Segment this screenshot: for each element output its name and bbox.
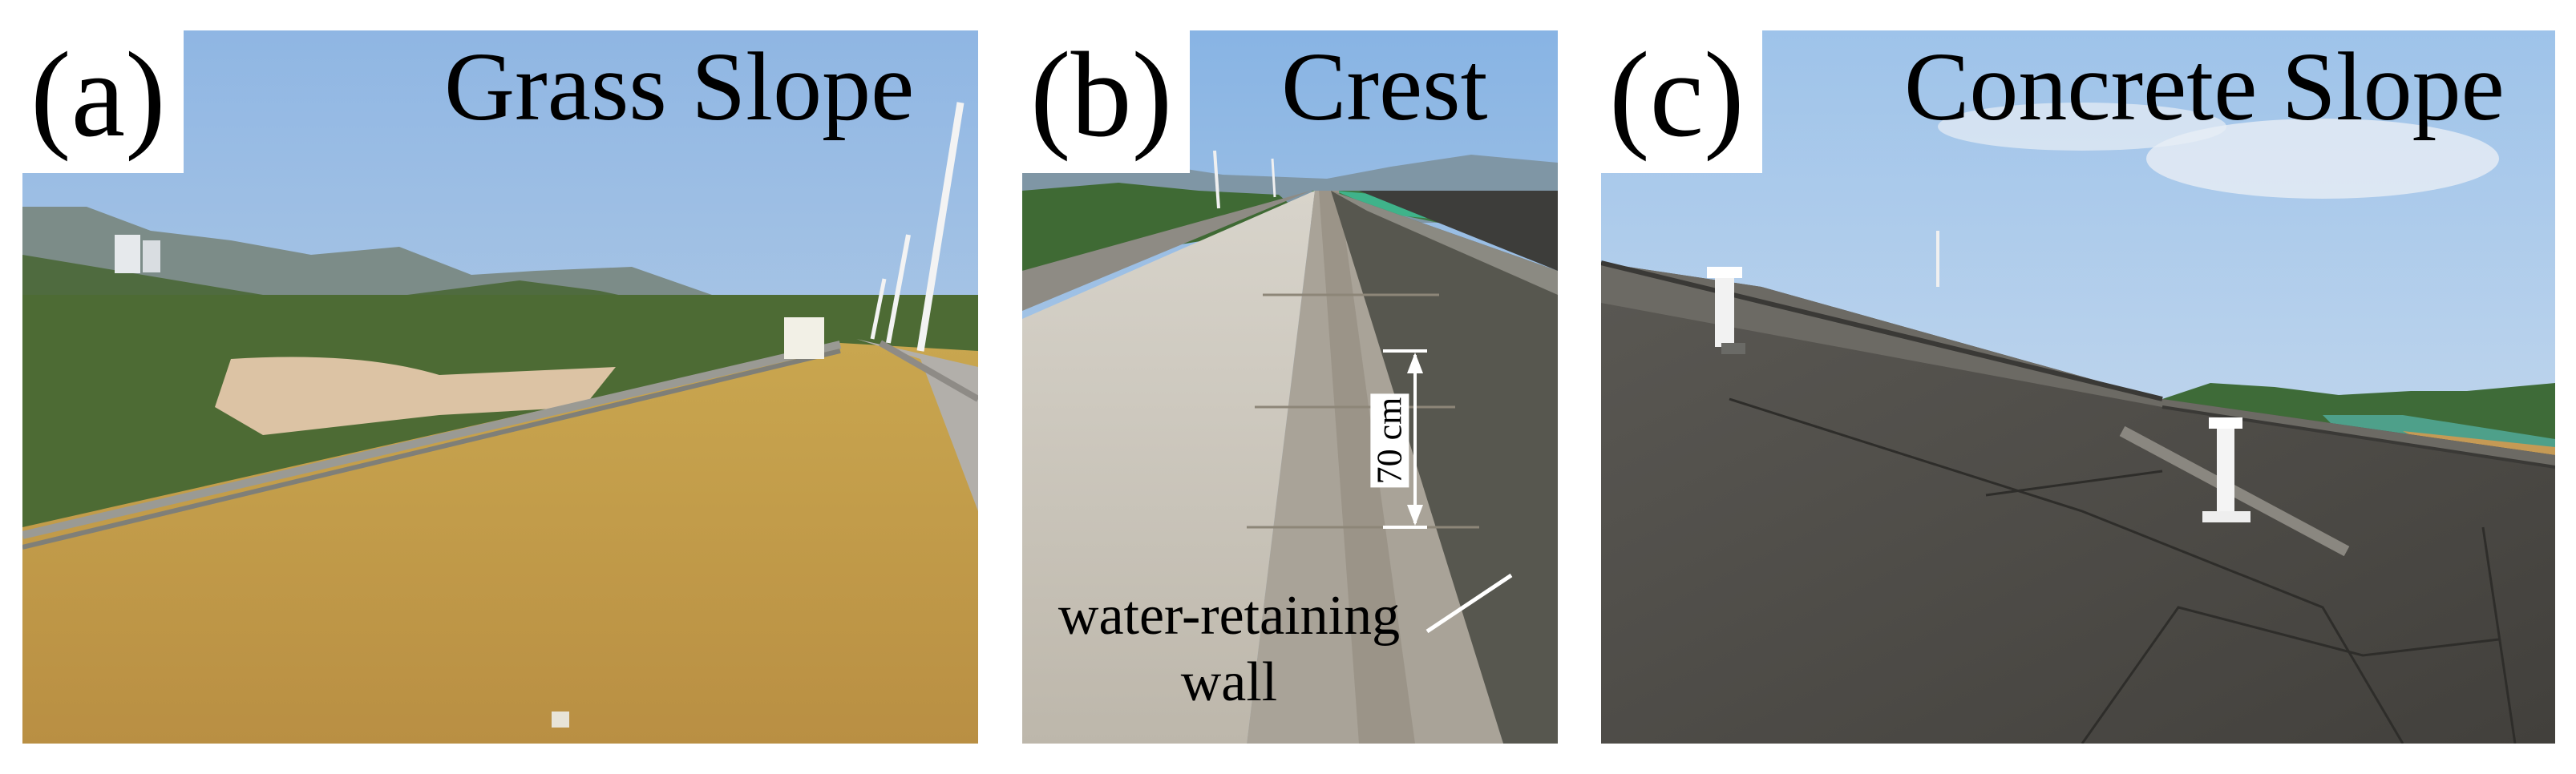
panel-b-title: Crest [1281,33,1488,141]
panel-a-title: Grass Slope [444,33,915,141]
wall-annotation: water-retaining wall [1029,583,1430,716]
panel-b-letter: (b) [1022,30,1191,173]
grass-slope-photo [22,30,978,744]
wall-annotation-line2: wall [1180,651,1278,713]
dimension-label: 70 cm [1369,393,1409,488]
panel-a-letter: (a) [22,30,184,173]
panel-c-letter: (c) [1601,30,1762,173]
wall-annotation-line1: water-retaining [1057,585,1401,647]
panel-grass-slope: (a) Grass Slope [22,30,978,744]
panel-c-title: Concrete Slope [1904,33,2505,141]
panel-crest: (b) Crest 70 cm water-retaining wall [1022,30,1558,744]
panel-concrete-slope: (c) Concrete Slope [1601,30,2555,744]
